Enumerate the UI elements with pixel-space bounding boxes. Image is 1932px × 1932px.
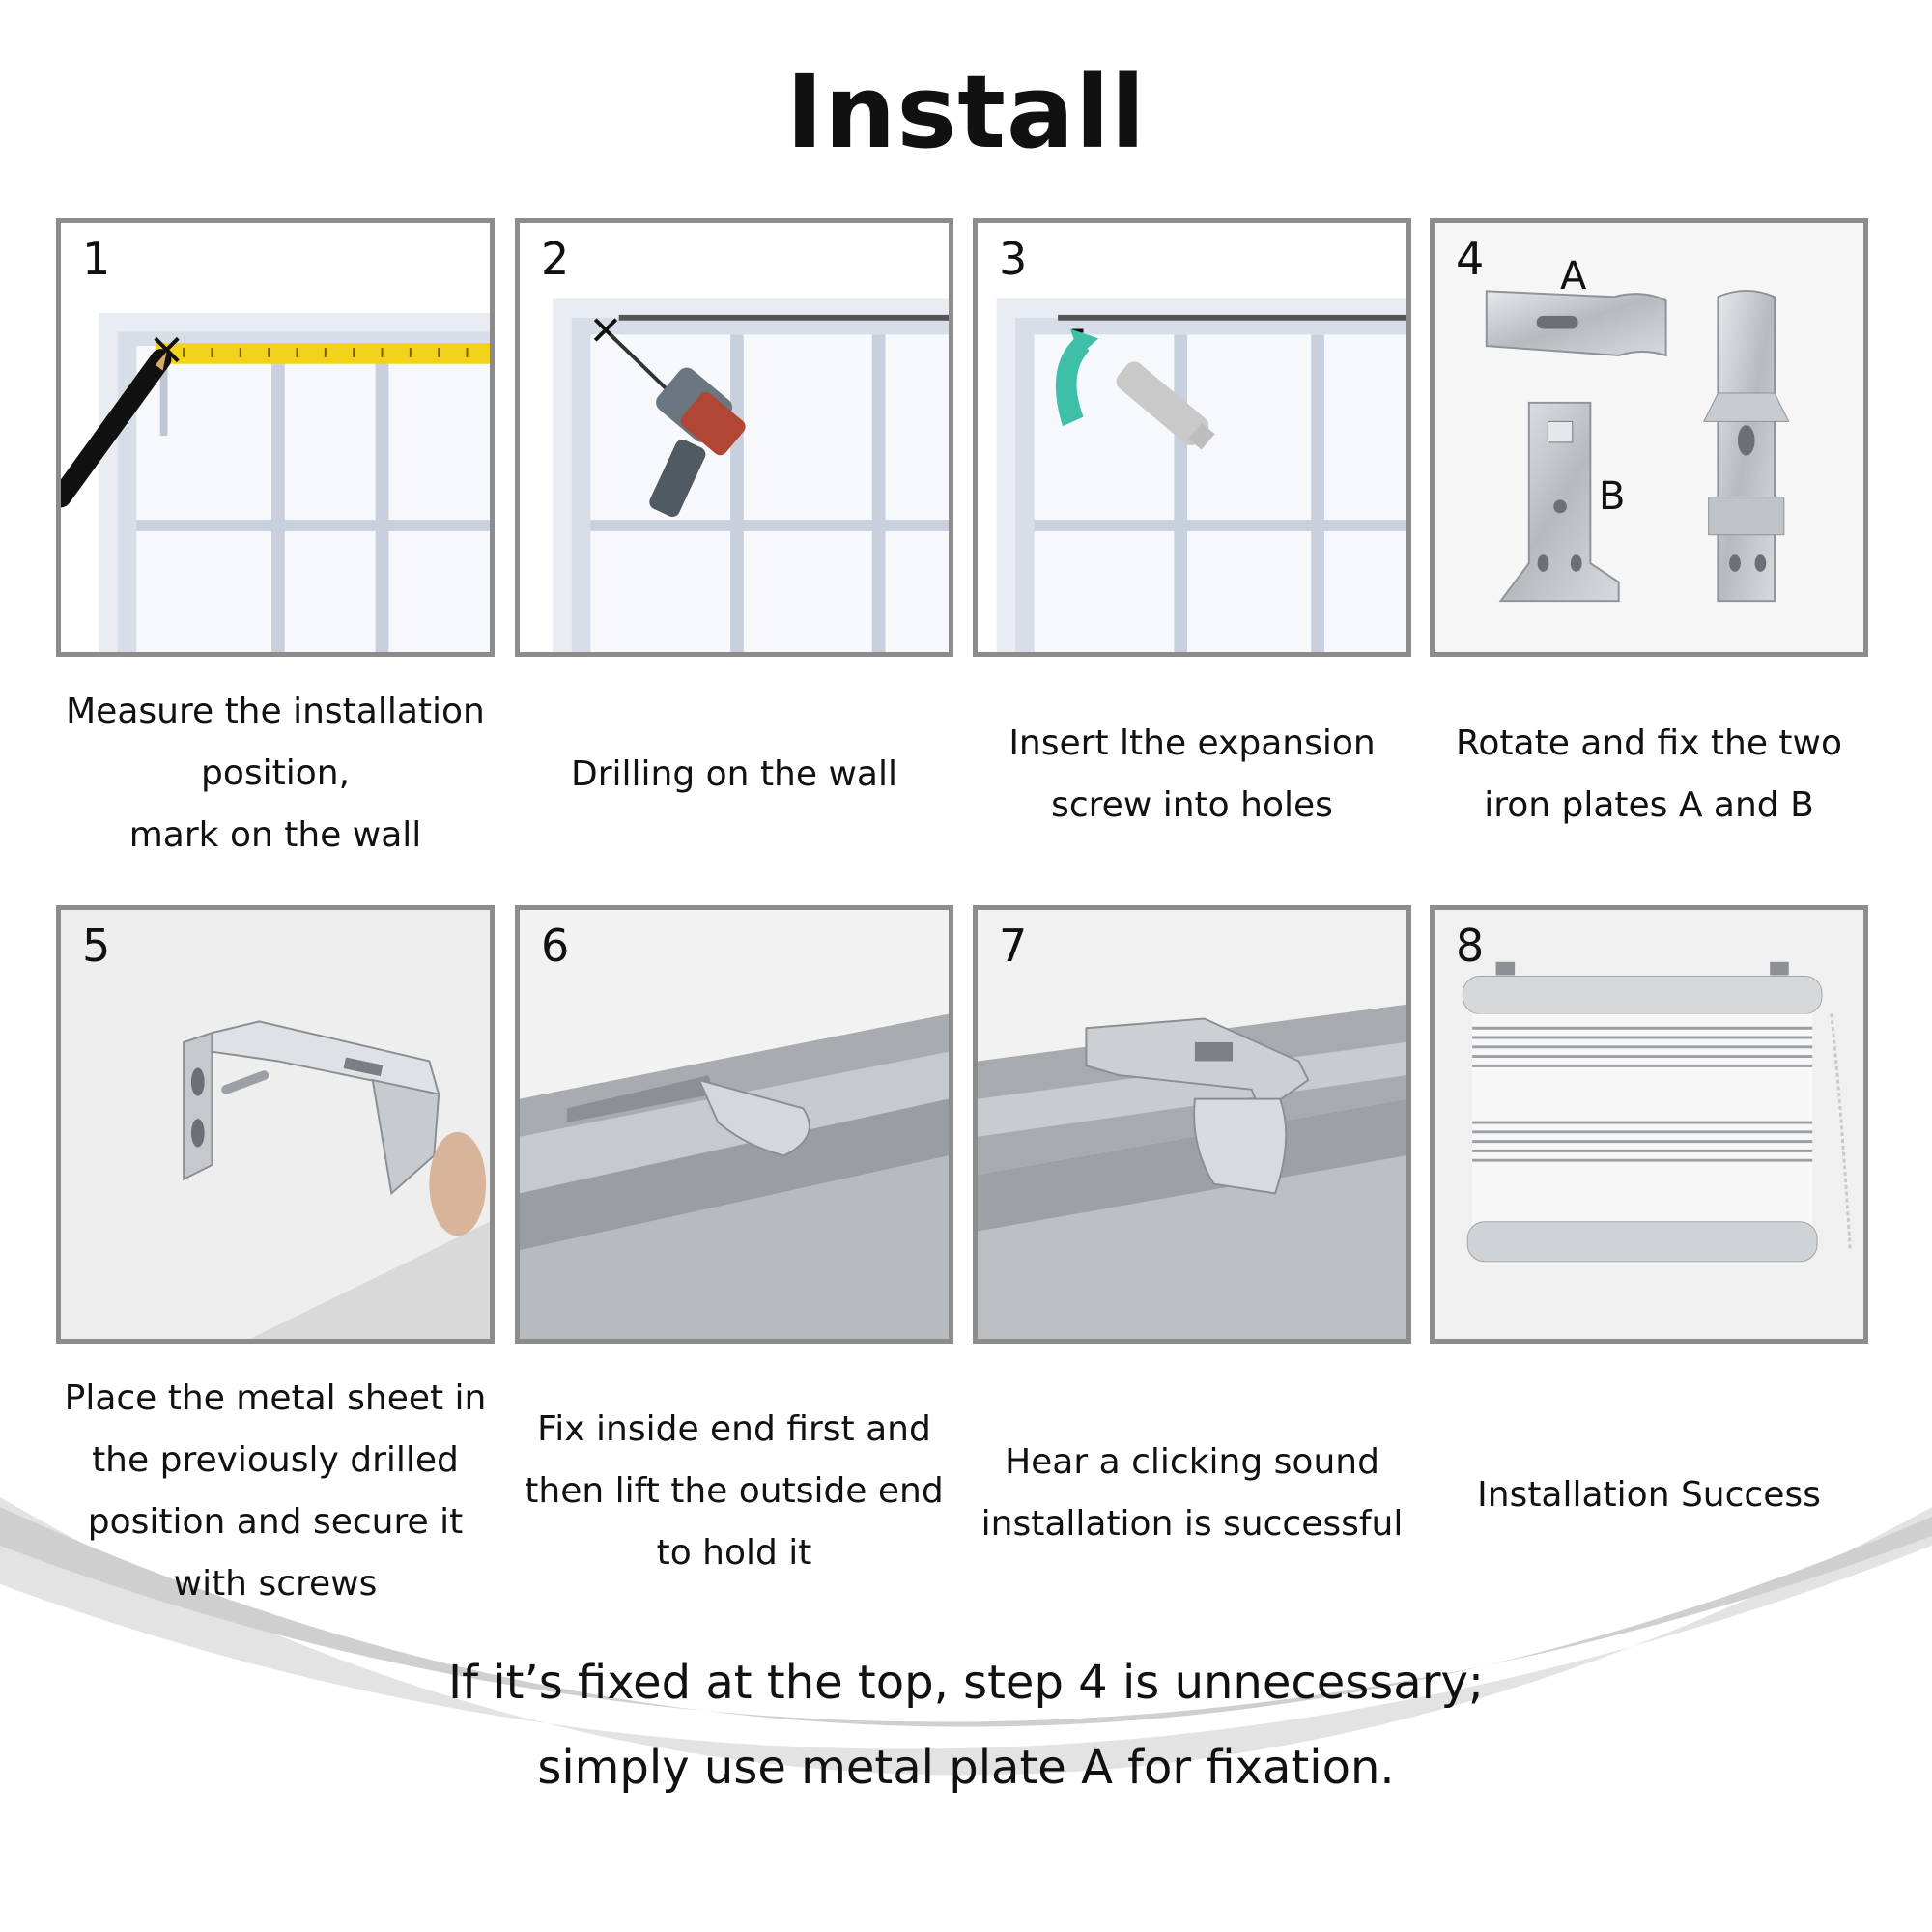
step-2-number: 2	[541, 233, 570, 285]
step-6-caption: Fix inside end first and then lift the o…	[525, 1409, 944, 1573]
note-line-2: simply use metal plate A for fixation.	[537, 1741, 1395, 1795]
step-8-panel: 8	[1430, 905, 1868, 1344]
window-measure-illustration	[61, 312, 490, 652]
rail-inside-end-illustration	[520, 910, 949, 1339]
step-7-caption: Hear a clicking sound installation is su…	[980, 1442, 1404, 1544]
step-3-caption: Insert lthe expansion screw into holes	[1009, 724, 1376, 825]
step-1-panel: 1	[56, 218, 495, 657]
note-line-1: If it’s fixed at the top, step 4 is unne…	[447, 1656, 1485, 1710]
step-2-caption: Drilling on the wall	[571, 754, 897, 794]
step-1-number: 1	[82, 233, 111, 285]
step-7-number: 7	[999, 920, 1028, 972]
step-2-panel: 2	[515, 218, 953, 657]
plate-b-label: B	[1599, 474, 1626, 519]
step-5-number: 5	[82, 920, 111, 972]
iron-plates-illustration	[1485, 289, 1790, 603]
window-anchor-illustration	[996, 298, 1406, 652]
step-3-panel: 3	[973, 218, 1411, 657]
step-6-panel: 6	[515, 905, 953, 1344]
step-5-panel: 5	[56, 905, 495, 1344]
rail-click-illustration	[978, 910, 1406, 1339]
bracket-on-wall-illustration	[61, 910, 490, 1339]
step-8-number: 8	[1456, 920, 1485, 972]
step-4-caption: Rotate and fix the two iron plates A and…	[1455, 724, 1842, 825]
page-title: Install	[785, 53, 1147, 171]
step-7-panel: 7	[973, 905, 1411, 1344]
step-4-number: 4	[1456, 233, 1485, 285]
step-8-caption: Installation Success	[1477, 1475, 1821, 1515]
step-6-number: 6	[541, 920, 570, 972]
step-5-caption: Place the metal sheet in the previously …	[64, 1378, 487, 1604]
step-4-panel: 4 A B	[1430, 218, 1868, 657]
step-3-number: 3	[999, 233, 1028, 285]
step-1-caption: Measure the installation position, mark …	[66, 692, 485, 855]
window-drilling-illustration	[553, 298, 949, 652]
installed-blind-illustration	[1435, 910, 1863, 1339]
plate-a-label: A	[1560, 254, 1587, 298]
